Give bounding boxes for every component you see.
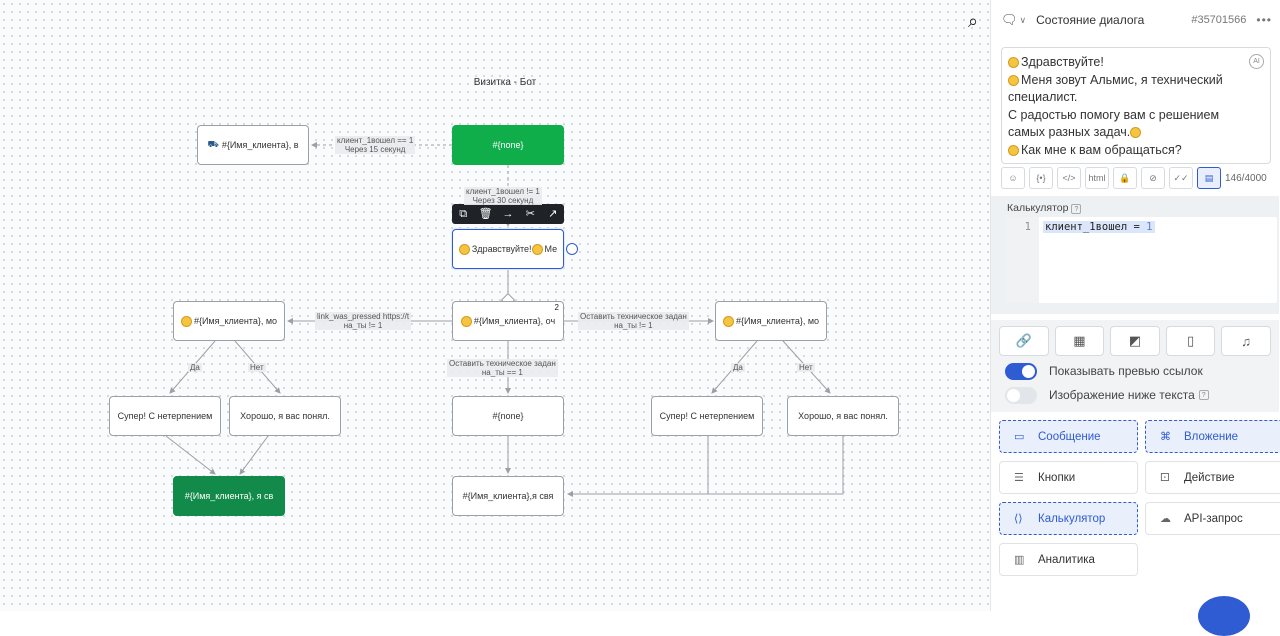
line-number: 1 (1007, 217, 1039, 303)
preview-label: Показывать превью ссылок (1049, 364, 1203, 378)
block-action-button[interactable]: ⚀Действие (1145, 461, 1280, 494)
node-greeting[interactable]: Здравствуйте! Ме (452, 229, 564, 269)
message-textarea[interactable]: AI Здравствуйте! Меня зовут Альмис, я те… (1001, 47, 1271, 164)
node-right-mid[interactable]: #{Имя_клиента}, мо (715, 301, 827, 341)
ai-icon[interactable]: AI (1249, 54, 1264, 69)
wave-emoji-icon (458, 243, 470, 255)
smile-emoji-icon (180, 315, 192, 327)
node-toolbar: ⧉ 🗑 → ✂ ↗ (452, 204, 564, 224)
chat-fab-button[interactable] (1198, 596, 1250, 636)
hide-preview-icon[interactable]: ⊘ (1141, 167, 1165, 189)
file-icon[interactable]: ▯ (1165, 326, 1216, 356)
calculator-label: Калькулятор (1007, 202, 1069, 214)
variable-button[interactable]: {•} (1029, 167, 1053, 189)
block-buttons-button[interactable]: ☰Кнопки (999, 461, 1138, 494)
flow-edges (165, 142, 844, 497)
image-below-label: Изображение ниже текста (1049, 388, 1195, 402)
chevron-down-icon[interactable]: ∨ (1019, 14, 1027, 25)
media-section: 🔗 ▦ ◩ ▯ ♫ Показывать превью ссылок Изобр… (991, 320, 1279, 412)
share-icon[interactable]: ↗ (548, 208, 558, 220)
wave-emoji-icon (1008, 57, 1019, 69)
search-icon[interactable]: ⌕ (967, 10, 979, 31)
copy-icon[interactable]: ⧉ (459, 208, 468, 220)
smile-emoji-icon (1008, 144, 1019, 156)
paperclip-icon: ⌘ (1160, 431, 1171, 443)
image-icon[interactable]: ◩ (1110, 326, 1160, 356)
flow-title: Визитка - Бот (473, 77, 537, 88)
node-none-mid[interactable]: #{none} (452, 396, 564, 436)
emoji-icon[interactable]: ☺ (1001, 167, 1025, 189)
panel-header: 🗨 ∨ Состояние диалога #35701566 ••• (991, 0, 1280, 40)
help-icon[interactable]: ? (1198, 390, 1209, 400)
properties-panel: 🗨 ∨ Состояние диалога #35701566 ••• AI З… (990, 0, 1280, 611)
block-calculator-button[interactable]: ⟨⟩Калькулятор (999, 502, 1138, 535)
robot-icon: ⛟ (207, 139, 219, 149)
smile-emoji-icon (531, 243, 543, 255)
chat-state-icon: 🗨 (1001, 12, 1018, 27)
lock-icon[interactable]: 🔒 (1113, 167, 1137, 189)
block-message-button[interactable]: ▭Сообщение (999, 420, 1138, 453)
music-icon[interactable]: ♫ (1221, 326, 1271, 356)
edge-label-no-right: Нет (797, 363, 815, 372)
image-below-toggle[interactable] (1005, 386, 1037, 404)
node-left-top[interactable]: ⛟#{Имя_клиента}, в (197, 125, 309, 165)
edge-super-bottom (567, 436, 709, 497)
video-icon[interactable]: ▦ (1054, 326, 1105, 356)
edge-ok-bottom (708, 436, 844, 495)
smile-emoji-icon (722, 315, 734, 327)
edge-super-green (165, 435, 216, 475)
block-analytics-button[interactable]: ▥Аналитика (999, 543, 1138, 576)
code-icon[interactable]: </> (1057, 167, 1081, 189)
link-icon[interactable]: 🔗 (999, 326, 1049, 356)
help-icon[interactable]: ? (1071, 204, 1082, 214)
node-green-bottom[interactable]: #{Имя_клиента}, я св (173, 476, 285, 516)
block-attachment-button[interactable]: ⌘Вложение (1145, 420, 1280, 453)
block-id: #35701566 (1191, 14, 1247, 26)
panel-title: Состояние диалога (1036, 13, 1145, 27)
smile-emoji-icon (460, 315, 472, 327)
html-button[interactable]: html (1085, 167, 1109, 189)
hands-emoji-icon (1130, 127, 1142, 139)
connection-handle[interactable] (566, 243, 578, 255)
analytics-icon: ▥ (1014, 554, 1025, 566)
flow-canvas[interactable]: ⌕ Визитка - Бот ⛟#{Имя_клиента}, в #{non… (0, 0, 990, 611)
arrow-right-icon[interactable]: → (502, 208, 514, 220)
buttons-icon: ☰ (1014, 472, 1024, 484)
edge-label-yes-left: Да (188, 363, 202, 372)
action-icon: ⚀ (1160, 472, 1170, 484)
code-line: клиент_1вошел = 1 (1043, 221, 1155, 233)
scissors-icon[interactable]: ✂ (525, 208, 535, 220)
char-counter: 146/4000 (1225, 172, 1267, 184)
node-super-left[interactable]: Супер! С нетерпением (109, 396, 221, 436)
edge-ok-green (239, 435, 269, 475)
node-ok-left[interactable]: Хорошо, я вас понял. (229, 396, 341, 436)
code-icon: ⟨⟩ (1014, 513, 1023, 525)
edge-label-no-left: Нет (248, 363, 266, 372)
comment-icon[interactable]: ▤ (1197, 167, 1221, 189)
edge-label-yes-right: Да (731, 363, 745, 372)
calculator-editor[interactable]: 1 клиент_1вошел = 1 (1007, 217, 1277, 303)
more-icon[interactable]: ••• (1256, 13, 1272, 27)
block-api-button[interactable]: ☁API-запрос (1145, 502, 1280, 535)
node-left-mid[interactable]: #{Имя_клиента}, мо (173, 301, 285, 341)
preview-toggle[interactable] (1005, 362, 1037, 380)
calculator-section: Калькулятор ? 1 клиент_1вошел = 1 (991, 196, 1279, 314)
smile-emoji-icon (1008, 74, 1019, 86)
node-super-right[interactable]: Супер! С нетерпением (651, 396, 763, 436)
node-ok-right[interactable]: Хорошо, я вас понял. (787, 396, 899, 436)
cloud-icon: ☁ (1160, 513, 1171, 525)
double-check-icon[interactable]: ✓✓ (1169, 167, 1193, 189)
node-none-top[interactable]: #{none} (452, 125, 564, 165)
message-tools: ☺ {•} </> html 🔒 ⊘ ✓✓ ▤ 146/4000 (1001, 166, 1271, 190)
message-icon: ▭ (1014, 431, 1025, 443)
branch-count-badge: 2 (554, 303, 559, 312)
delete-icon[interactable]: 🗑 (478, 208, 493, 220)
node-bottom[interactable]: #{Имя_клиента},я свя (452, 476, 564, 516)
